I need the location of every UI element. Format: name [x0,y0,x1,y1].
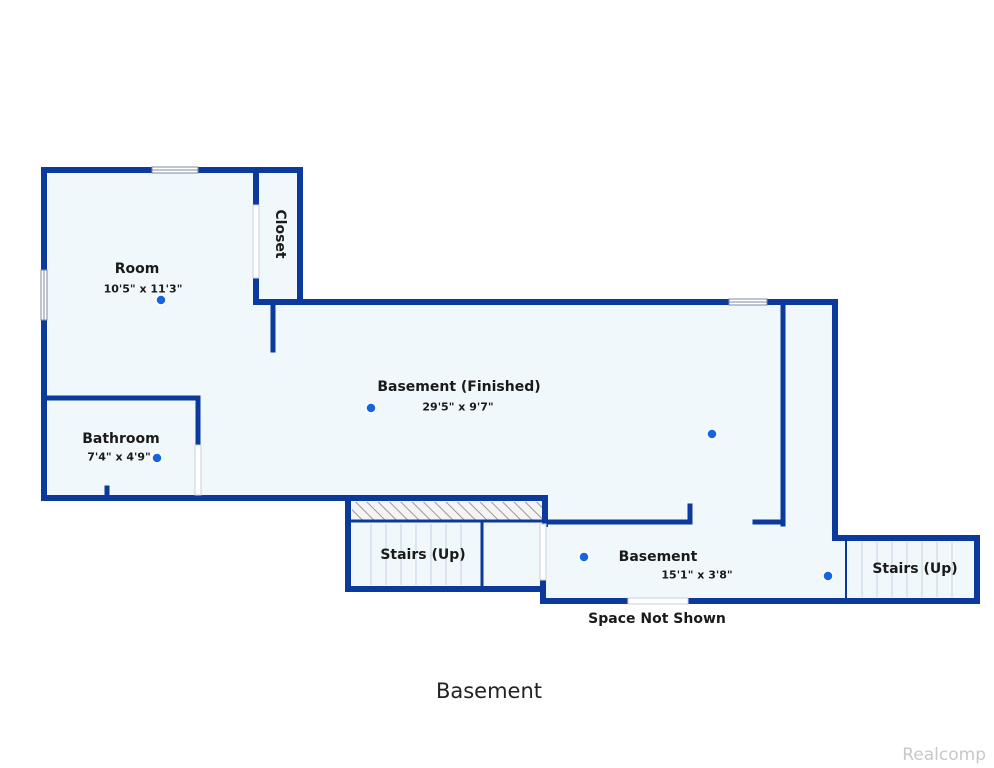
bathroom-name: Bathroom [82,431,160,447]
marker-dot[interactable] [155,294,167,306]
photo-markers [151,294,834,582]
stairs-left-treads [370,524,462,585]
floor-area [44,170,977,601]
floor-title: Basement [435,679,543,703]
basement-name: Basement [618,549,698,565]
stairs-left-name: Stairs (Up) [380,547,466,563]
basement-dimensions: 15'1" x 3'8" [661,568,733,582]
marker-dot[interactable] [578,551,590,563]
basement-finished-dimensions: 29'5" x 9'7" [422,400,494,414]
marker-dot[interactable] [151,452,163,464]
space-not-shown-note: Space Not Shown [588,611,726,627]
walls [41,167,980,604]
windows [40,166,768,321]
marker-dot[interactable] [822,570,834,582]
closet-name: Closet [272,209,288,259]
basement-finished-name: Basement (Finished) [377,379,541,395]
room-dimensions: 10'5" x 11'3" [103,282,183,296]
hatched-area [352,502,542,520]
marker-dot[interactable] [706,428,718,440]
marker-dot[interactable] [365,402,377,414]
room-name: Room [114,261,160,277]
door-openings [194,204,689,605]
stairs-right-treads [861,542,953,597]
bathroom-dimensions: 7'4" x 4'9" [87,450,151,464]
watermark-brand: Realcomp [902,745,986,765]
stairs-right-name: Stairs (Up) [872,561,958,577]
